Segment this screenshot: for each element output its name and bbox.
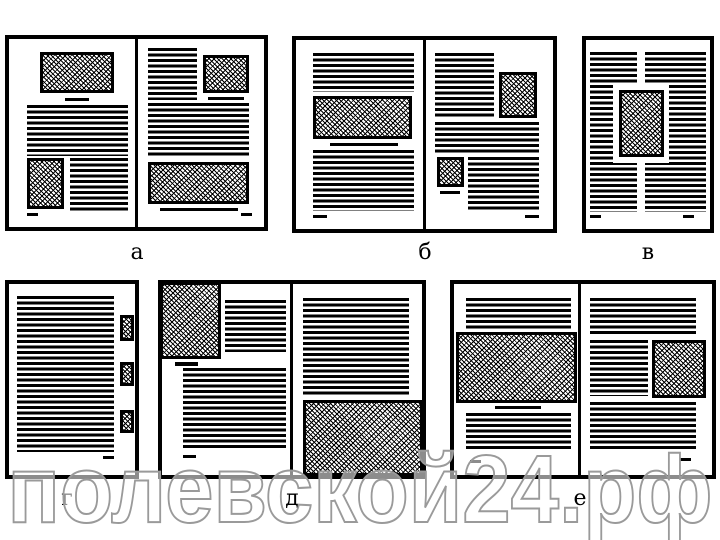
image — [313, 96, 412, 139]
label-a: а — [130, 240, 144, 265]
text-block — [435, 53, 494, 118]
label-d: д — [285, 486, 299, 511]
caption — [175, 362, 198, 366]
label-b: б — [418, 240, 432, 265]
image — [120, 410, 134, 433]
text-block — [148, 103, 249, 156]
label-e: е — [573, 486, 587, 511]
text-block — [183, 368, 286, 450]
text-block — [590, 402, 696, 451]
spine-a — [135, 37, 138, 229]
page-number — [590, 215, 601, 218]
text-block — [70, 158, 128, 211]
label-g: г — [61, 486, 73, 511]
text-block — [590, 340, 648, 396]
image — [437, 157, 464, 187]
text-block — [590, 298, 696, 336]
image — [619, 90, 664, 157]
image — [40, 52, 114, 93]
image — [499, 72, 537, 118]
image — [27, 158, 64, 209]
image — [652, 340, 706, 398]
page-number — [27, 213, 38, 216]
page-number — [470, 460, 481, 463]
spine-b — [423, 38, 426, 231]
text-block — [303, 298, 409, 395]
text-block — [466, 298, 571, 330]
text-block — [468, 157, 539, 211]
caption — [65, 98, 89, 101]
page-number — [183, 455, 196, 458]
page-number — [241, 213, 252, 216]
page-number — [313, 215, 327, 218]
image — [203, 55, 249, 93]
label-v: в — [641, 240, 655, 265]
page-number — [680, 458, 691, 461]
text-block — [148, 48, 197, 100]
text-block — [27, 105, 128, 156]
spine-e — [578, 282, 581, 477]
image — [456, 332, 577, 403]
page-number — [525, 215, 539, 218]
text-block — [435, 122, 539, 154]
text-block — [313, 53, 414, 92]
caption — [208, 97, 244, 100]
text-block — [225, 300, 286, 352]
caption — [330, 143, 398, 146]
text-block — [466, 413, 571, 451]
caption — [495, 406, 541, 409]
image — [303, 400, 423, 476]
image — [160, 282, 221, 359]
page-number — [103, 456, 114, 459]
caption — [440, 191, 460, 194]
caption — [160, 208, 238, 211]
page-number — [683, 215, 694, 218]
spine-d — [290, 282, 293, 477]
image — [120, 315, 134, 341]
text-block — [17, 296, 114, 452]
image — [120, 362, 134, 386]
text-block — [313, 150, 414, 211]
image — [148, 162, 249, 204]
